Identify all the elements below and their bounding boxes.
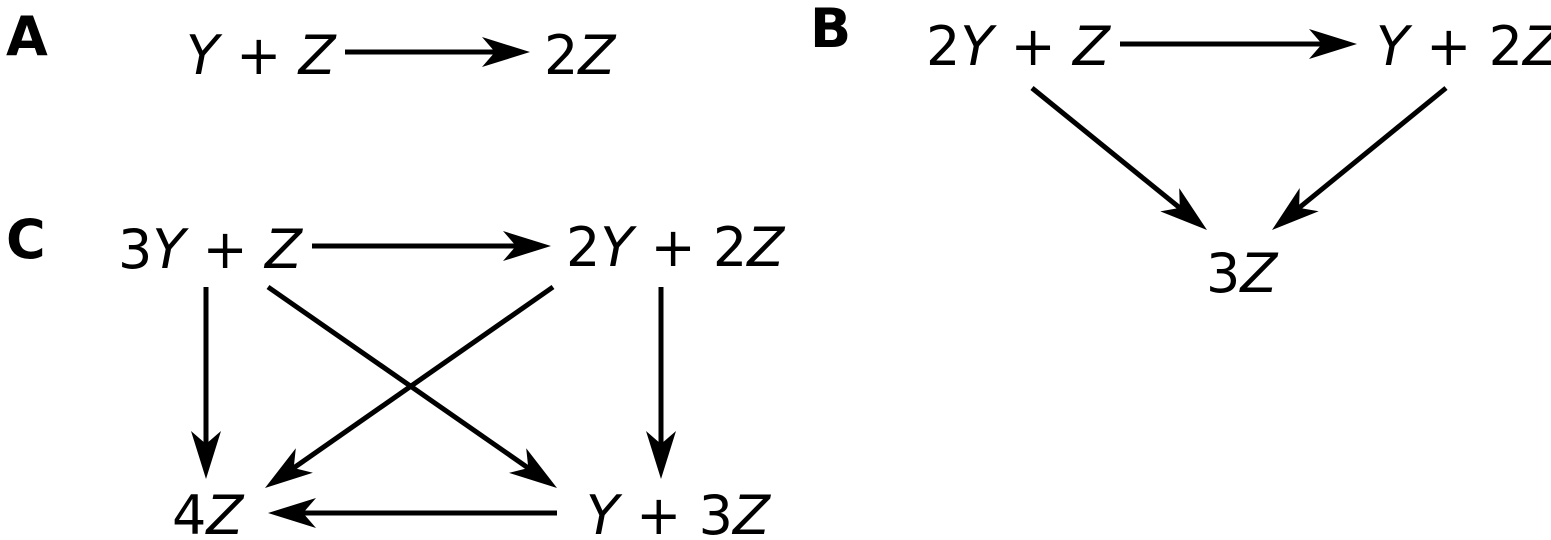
variable-symbol: Z: [1071, 15, 1111, 78]
panel-b: B2Y + ZY + 2Z3Z: [810, 0, 1551, 305]
species-node-b3: 3Z: [1206, 242, 1278, 305]
species-node-c4: Y + 3Z: [586, 484, 771, 540]
variable-symbol: Z: [745, 216, 785, 279]
panel-label: A: [6, 5, 48, 68]
coefficient-text: 2: [544, 24, 578, 87]
reaction-arrow-c1-to-c3: [191, 287, 221, 479]
coefficient-text: + 2: [633, 216, 747, 279]
variable-symbol: Z: [731, 484, 771, 540]
arrow-shaft: [1293, 86, 1448, 213]
reaction-arrow-c1-to-c4: [266, 284, 557, 488]
reaction-arrow-b1-to-b2: [1120, 29, 1357, 59]
reaction-arrow-a1-to-a2: [345, 37, 530, 67]
variable-symbol: Y: [1376, 15, 1413, 78]
arrowhead-icon: [268, 498, 316, 528]
coefficient-text: + 3: [619, 484, 733, 540]
variable-symbol: Z: [204, 484, 244, 540]
coefficient-text: +: [185, 218, 265, 281]
arrowhead-icon: [1272, 188, 1319, 230]
arrowhead-icon: [482, 37, 530, 67]
species-node-c2: 2Y + 2Z: [566, 216, 785, 279]
arrow-shaft: [266, 284, 534, 473]
reaction-arrow-c2-to-c3: [265, 284, 555, 488]
species-node-b2: Y + 2Z: [1376, 15, 1551, 78]
coefficient-text: 3: [118, 218, 152, 281]
reaction-arrow-c2-to-c4: [646, 287, 676, 479]
reaction-arrow-b1-to-b3: [1030, 86, 1207, 230]
variable-symbol: Y: [186, 24, 223, 87]
arrowhead-icon: [191, 431, 221, 479]
arrowhead-icon: [646, 431, 676, 479]
variable-symbol: Z: [1521, 15, 1551, 78]
reaction-arrow-b2-to-b3: [1272, 86, 1448, 230]
arrowhead-icon: [265, 448, 313, 488]
variable-symbol: Y: [960, 15, 997, 78]
species-node-c1: 3Y + Z: [118, 218, 303, 281]
variable-symbol: Z: [297, 24, 337, 87]
panel-label: B: [810, 0, 851, 60]
species-node-a2: 2Z: [544, 24, 616, 87]
arrowhead-icon: [503, 231, 551, 261]
coefficient-text: 4: [172, 484, 206, 540]
variable-symbol: Y: [600, 216, 637, 279]
coefficient-text: +: [219, 24, 299, 87]
reaction-arrow-c4-to-c3: [268, 498, 557, 528]
arrow-shaft: [1030, 86, 1186, 214]
arrowhead-icon: [1160, 188, 1207, 230]
arrow-shaft: [288, 284, 555, 473]
reaction-arrow-c1-to-c2: [312, 231, 551, 261]
arrowhead-icon: [509, 448, 557, 488]
species-node-b1: 2Y + Z: [926, 15, 1111, 78]
coefficient-text: 2: [926, 15, 960, 78]
variable-symbol: Y: [152, 218, 189, 281]
arrowhead-icon: [1309, 29, 1357, 59]
coefficient-text: 3: [1206, 242, 1240, 305]
variable-symbol: Y: [586, 484, 623, 540]
coefficient-text: 2: [566, 216, 600, 279]
variable-symbol: Z: [1238, 242, 1278, 305]
species-node-c3: 4Z: [172, 484, 244, 540]
coefficient-text: + 2: [1409, 15, 1523, 78]
variable-symbol: Z: [576, 24, 616, 87]
variable-symbol: Z: [263, 218, 303, 281]
coefficient-text: +: [993, 15, 1073, 78]
species-node-a1: Y + Z: [186, 24, 337, 87]
panel-label: C: [6, 208, 46, 271]
